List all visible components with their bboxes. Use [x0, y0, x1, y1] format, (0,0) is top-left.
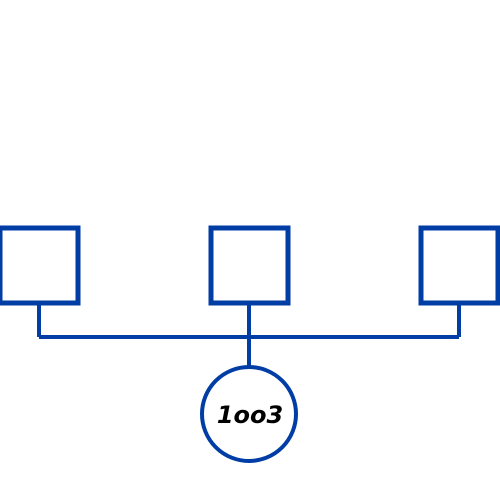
input-box-3	[418, 225, 500, 306]
voter-circle	[200, 365, 298, 463]
input-box-2	[208, 225, 291, 306]
input-box-1	[0, 225, 81, 306]
voter-label: 1oo3	[217, 401, 283, 429]
